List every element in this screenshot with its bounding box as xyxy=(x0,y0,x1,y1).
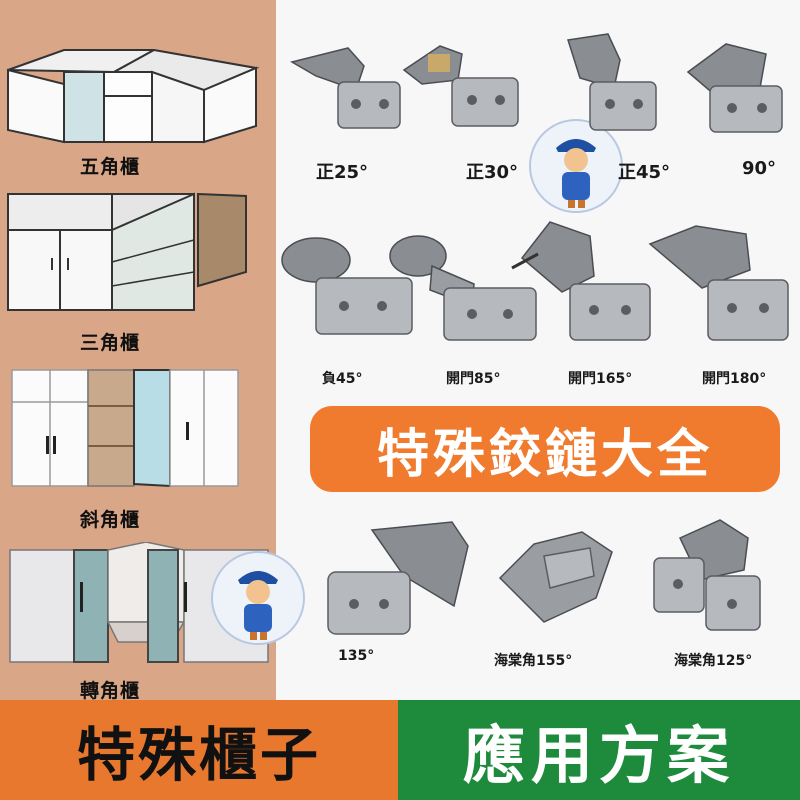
hinge-image xyxy=(389,235,537,341)
hinge-label: 正45° xyxy=(618,162,671,183)
mascot-worker-icon xyxy=(211,551,305,645)
hinge-image xyxy=(686,43,783,133)
hinge-image xyxy=(402,45,519,127)
cabinet-label-triangle: 三角櫃 xyxy=(80,332,141,354)
hinge-image xyxy=(567,33,657,131)
hinge-label: 開門165° xyxy=(568,371,633,387)
hinge-label: 正25° xyxy=(316,162,369,183)
diagonal-cabinet-illustration xyxy=(11,369,239,488)
application-plan-footer: 應用方案 xyxy=(398,700,800,800)
hinge-image xyxy=(498,531,613,623)
special-cabinet-footer: 特殊櫃子 xyxy=(0,700,398,800)
hinge-label: 正30° xyxy=(466,162,519,183)
cabinet-label-diagonal: 斜角櫃 xyxy=(80,509,141,531)
hinge-image xyxy=(290,47,401,129)
pentagon-cabinet-illustration xyxy=(7,48,260,144)
mascot-worker-icon xyxy=(529,119,623,213)
cabinet-label-corner: 轉角櫃 xyxy=(80,680,141,702)
hinge-label: 負45° xyxy=(322,371,363,387)
hinge-image xyxy=(281,237,413,335)
hinge-image xyxy=(648,225,789,341)
special-hinges-banner: 特殊鉸鏈大全 xyxy=(310,406,780,492)
hinge-label: 開門85° xyxy=(446,371,501,387)
hinge-image xyxy=(653,519,761,631)
hinge-label: 海棠角125° xyxy=(674,653,753,669)
cabinet-label-pentagon: 五角櫃 xyxy=(80,156,141,178)
hinge-label: 135° xyxy=(338,648,375,664)
hinge-label: 90° xyxy=(742,158,777,179)
triangle-cabinet-illustration xyxy=(7,192,247,311)
hinge-image xyxy=(327,521,469,635)
hinge-image xyxy=(511,221,651,341)
hinge-label: 海棠角155° xyxy=(494,653,573,669)
hinge-label: 開門180° xyxy=(702,371,767,387)
